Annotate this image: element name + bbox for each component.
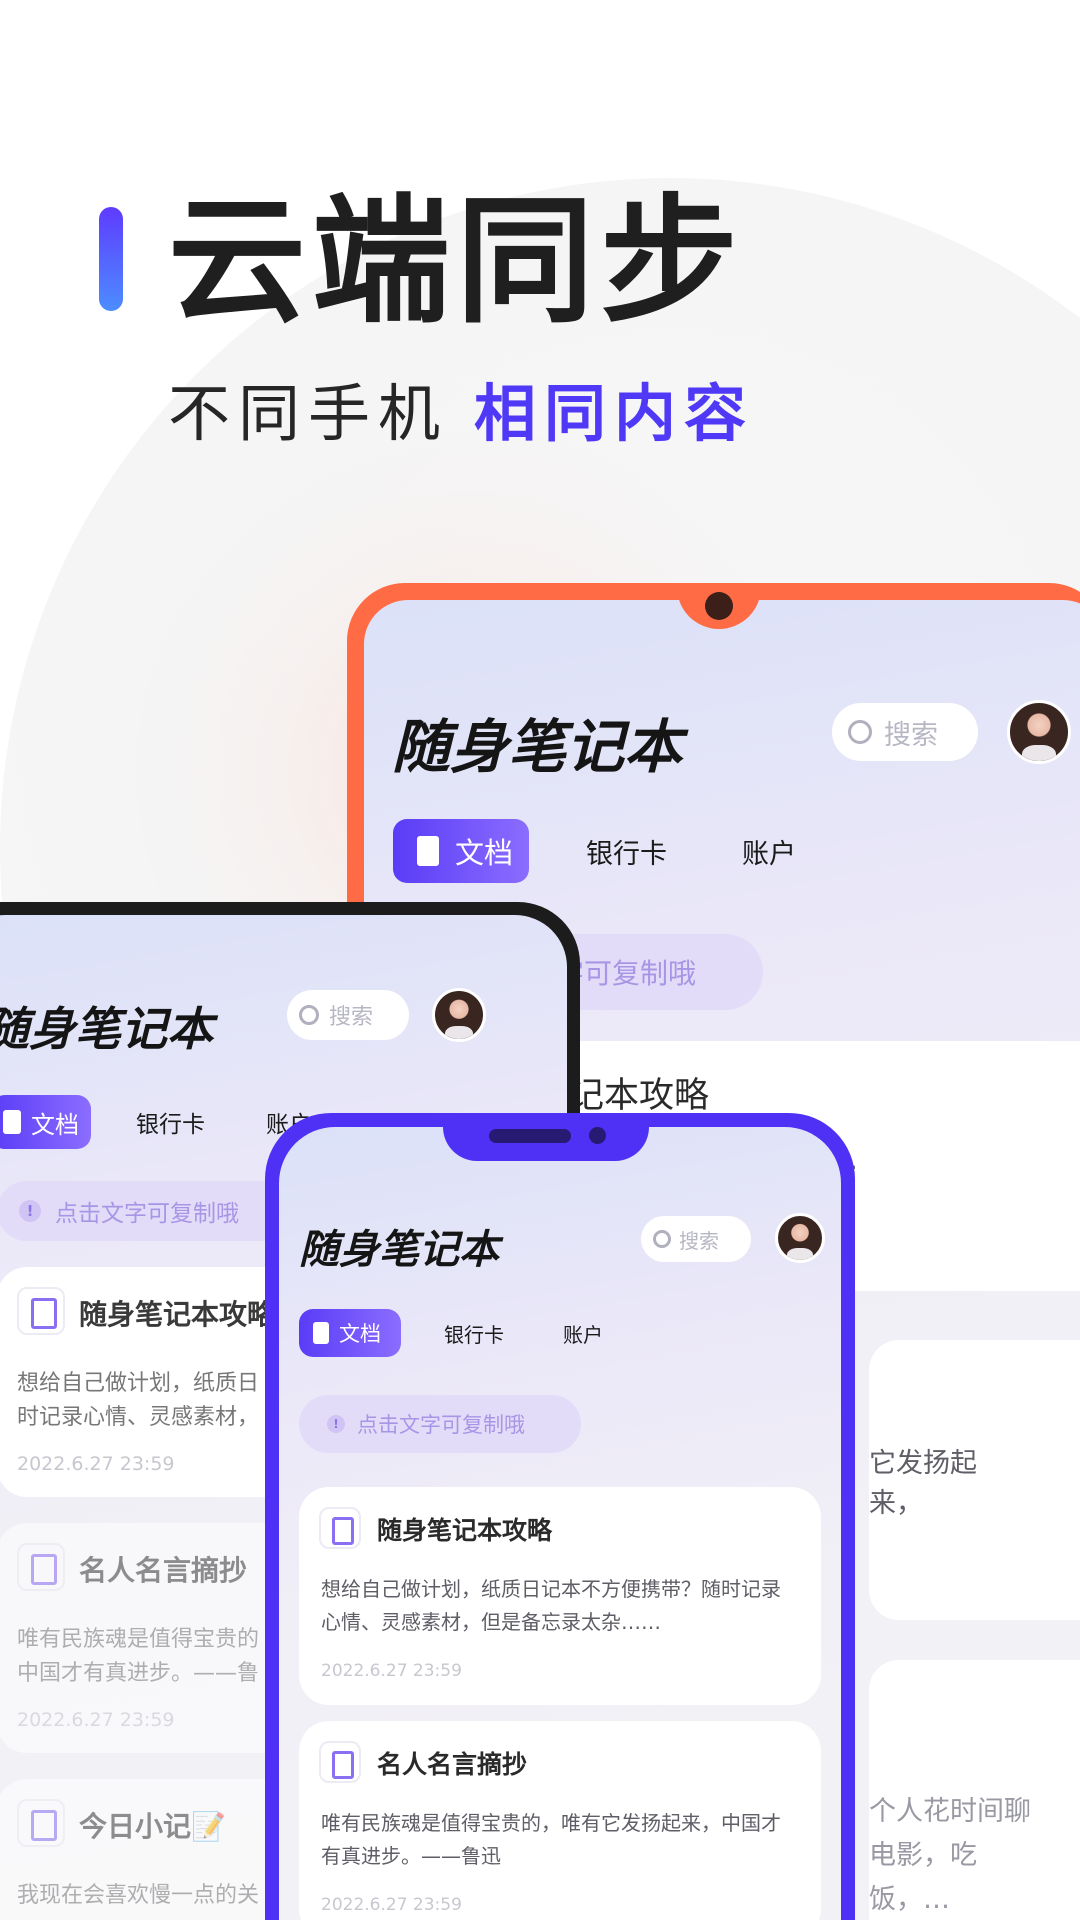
search-placeholder: 搜索	[884, 719, 938, 751]
note-timestamp: 2022.6.27 23:59	[17, 1453, 175, 1475]
info-icon: !	[327, 1415, 345, 1433]
note-card[interactable]: 随身笔记本攻略 想给自己做计划，纸质日记本不方便携带？随时记录心情、灵感素材，但…	[299, 1487, 821, 1705]
tab-bank-cards[interactable]: 银行卡	[444, 1322, 504, 1347]
subtitle-highlight: 相同内容	[474, 377, 755, 450]
app-logo: 随身笔记本	[299, 1226, 499, 1273]
note-title: 随身笔记本攻略	[79, 1298, 276, 1331]
note-body: 唯有民族魂是值得宝贵的，唯有它发扬起来，中国才有真进步。——鲁迅	[321, 1811, 781, 1868]
tab-documents[interactable]: 文档	[299, 1309, 401, 1357]
tab-documents[interactable]: 文档	[393, 819, 529, 883]
document-icon	[3, 1110, 21, 1134]
avatar[interactable]	[432, 988, 486, 1042]
hint-text: 点击文字可复制哦	[357, 1413, 525, 1437]
note-title: 今日小记📝	[79, 1810, 226, 1843]
note-card[interactable]: 个人花时间聊电影，吃饭，…	[869, 1660, 1080, 1920]
document-icon	[319, 1741, 361, 1783]
subtitle-plain: 不同手机	[168, 377, 449, 450]
speaker-icon	[489, 1129, 571, 1143]
avatar[interactable]	[1007, 700, 1071, 764]
tab-documents[interactable]: 文档	[0, 1095, 91, 1149]
tab-label: 文档	[31, 1110, 79, 1139]
search-icon	[848, 720, 872, 744]
copy-hint: ! 点击文字可复制哦	[0, 1181, 297, 1241]
hero-title: 云端同步	[168, 181, 745, 342]
app-logo: 随身笔记本	[0, 1002, 213, 1056]
document-icon	[417, 836, 439, 866]
note-body: 它发扬起来，	[869, 1448, 977, 1519]
avatar[interactable]	[775, 1213, 825, 1263]
document-icon	[313, 1322, 329, 1344]
phone-blue: 随身笔记本 搜索 文档 银行卡 账户 ! 点击文字可复制哦 随身笔记本攻略 想给…	[265, 1113, 855, 1920]
tab-label: 文档	[339, 1322, 381, 1346]
note-timestamp: 2022.6.27 23:59	[321, 1895, 462, 1915]
info-icon: !	[19, 1200, 41, 1222]
search-placeholder: 搜索	[329, 1005, 374, 1030]
app-logo: 随身笔记本	[392, 713, 683, 781]
document-icon	[17, 1799, 65, 1847]
search-input[interactable]: 搜索	[641, 1216, 751, 1262]
note-title: 名人名言摘抄	[79, 1554, 248, 1587]
search-input[interactable]: 搜索	[287, 990, 409, 1040]
copy-hint: ! 点击文字可复制哦	[299, 1395, 581, 1453]
search-icon	[299, 1005, 319, 1025]
tab-bank-cards[interactable]: 银行卡	[136, 1112, 205, 1138]
note-body: 想给自己做计划，纸质日记本不方便携带？随时记录心情、灵感素材，但是备忘录太杂……	[321, 1577, 781, 1634]
note-body: 个人花时间聊电影，吃饭，…	[869, 1796, 1031, 1915]
heading-accent-bar	[99, 207, 123, 311]
note-body: 我现在会喜欢慢一点的关	[17, 1883, 260, 1908]
note-title: 名人名言摘抄	[377, 1750, 528, 1779]
phone-notch	[443, 1113, 649, 1161]
tab-accounts[interactable]: 账户	[563, 1322, 603, 1347]
note-body: 唯有民族魂是值得宝贵的中国才有真进步。——鲁	[17, 1627, 260, 1686]
note-title: 随身笔记本攻略	[377, 1516, 553, 1545]
tab-bank-cards[interactable]: 银行卡	[586, 838, 667, 870]
hint-text: 点击文字可复制哦	[55, 1201, 239, 1227]
note-card[interactable]: 名人名言摘抄 唯有民族魂是值得宝贵的，唯有它发扬起来，中国才有真进步。——鲁迅 …	[299, 1721, 821, 1920]
search-placeholder: 搜索	[679, 1228, 719, 1253]
document-icon	[17, 1287, 65, 1335]
tab-accounts[interactable]: 账户	[742, 838, 796, 870]
camera-icon	[589, 1127, 606, 1144]
note-timestamp: 2022.6.27 23:59	[17, 1709, 175, 1731]
search-icon	[653, 1230, 671, 1248]
tab-label: 文档	[455, 836, 514, 870]
camera-icon	[705, 592, 733, 620]
hero-subtitle: 不同手机相同内容	[168, 376, 754, 452]
note-card[interactable]: 它发扬起来，	[869, 1340, 1080, 1620]
note-body: 想给自己做计划，纸质日时记录心情、灵感素材，	[17, 1371, 260, 1430]
document-icon	[319, 1507, 361, 1549]
note-timestamp: 2022.6.27 23:59	[321, 1661, 462, 1681]
phone-blue-screen: 随身笔记本 搜索 文档 银行卡 账户 ! 点击文字可复制哦 随身笔记本攻略 想给…	[279, 1127, 841, 1920]
document-icon	[17, 1543, 65, 1591]
search-input[interactable]: 搜索	[832, 703, 978, 761]
